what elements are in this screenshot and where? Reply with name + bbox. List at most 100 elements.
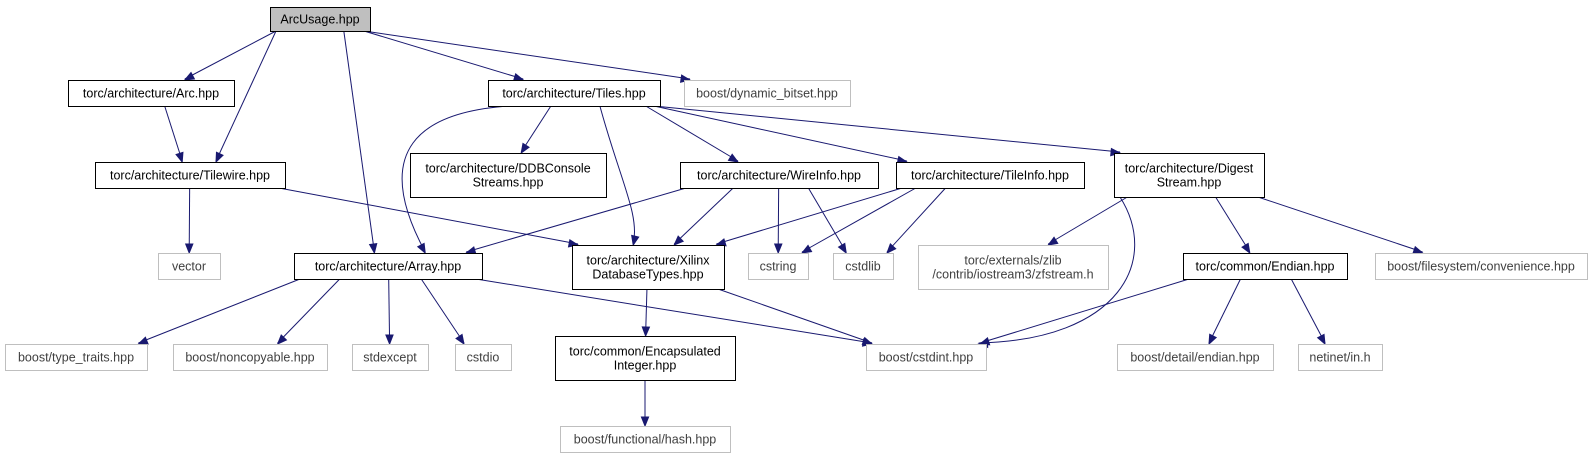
node-arc[interactable]: torc/architecture/Arc.hpp (68, 80, 235, 107)
edge-line (420, 278, 465, 344)
node-detailendian: boost/detail/endian.hpp (1117, 344, 1274, 371)
edge-arrowhead (1241, 242, 1251, 255)
edge-xilinx-to-encint (641, 288, 651, 338)
edge-arrowhead (276, 334, 288, 345)
edge-line (979, 278, 1190, 344)
node-label: torc/architecture/WireInfo.hpp (697, 168, 861, 182)
edge-array-to-noncopyable (276, 278, 341, 345)
node-tileinfo[interactable]: torc/architecture/TileInfo.hpp (896, 162, 1085, 189)
node-box (488, 80, 661, 107)
node-box (95, 162, 286, 189)
edge-endian-to-detailendian (1208, 278, 1241, 346)
edges-layer (137, 30, 1424, 428)
edge-line (363, 30, 524, 80)
edge-tilewire-to-vector (184, 187, 194, 255)
edge-endian-to-netinet (1290, 278, 1326, 346)
edge-line (388, 278, 391, 344)
node-box (684, 80, 851, 107)
node-box (410, 153, 607, 198)
node-stdexcept: stdexcept (352, 344, 429, 371)
node-label: vector (172, 259, 206, 273)
node-tiles[interactable]: torc/architecture/Tiles.hpp (488, 80, 661, 107)
edge-line (717, 288, 873, 344)
node-wireinfo[interactable]: torc/architecture/WireInfo.hpp (680, 162, 879, 189)
edge-digest-to-endian (1215, 196, 1251, 255)
edge-arrowhead (773, 243, 783, 255)
node-xilinx[interactable]: torc/architecture/XilinxDatabaseTypes.hp… (572, 245, 725, 290)
edge-wireinfo-to-cstring (773, 187, 783, 255)
edge-arrowhead (673, 235, 685, 246)
edge-arcusage-to-tiles (363, 30, 525, 82)
node-label: torc/common/Encapsulated (569, 344, 721, 358)
node-label: cstdio (467, 350, 500, 364)
node-endian[interactable]: torc/common/Endian.hpp (1183, 253, 1348, 280)
edge-arrowhead (183, 71, 196, 81)
node-box (680, 162, 879, 189)
node-cstring: cstring (748, 253, 809, 280)
edge-line (807, 187, 847, 253)
node-label: torc/architecture/Digest (1125, 161, 1254, 175)
edge-line (520, 105, 552, 153)
edge-line (1047, 196, 1128, 245)
edge-line (1290, 278, 1326, 344)
edge-arrowhead (800, 244, 813, 254)
edge-arrowhead (1208, 333, 1218, 346)
edge-tiles-to-digest (653, 105, 1122, 157)
node-tilewire[interactable]: torc/architecture/Tilewire.hpp (95, 162, 286, 189)
node-label: Integer.hpp (614, 358, 677, 372)
node-box (572, 245, 725, 290)
nodes-layer: ArcUsage.hpp torc/architecture/Arc.hpp tor… (5, 7, 1588, 453)
edge-line (1257, 196, 1423, 253)
node-arcusage[interactable]: ArcUsage.hpp (270, 7, 371, 32)
node-box (68, 80, 235, 107)
node-box (1375, 253, 1588, 280)
node-box (5, 344, 148, 371)
edge-line (164, 105, 183, 162)
node-label: cstring (760, 259, 797, 273)
node-label: boost/cstdint.hpp (879, 350, 974, 364)
node-label: torc/architecture/Tiles.hpp (502, 86, 645, 100)
node-label: boost/functional/hash.hpp (574, 432, 717, 446)
node-label: /contrib/iostream3/zfstream.h (932, 267, 1093, 281)
edge-arrowhead (837, 242, 847, 255)
edge-arrowhead (368, 242, 378, 255)
edge-digest-to-zfstream (1047, 196, 1128, 246)
node-label: Streams.hpp (473, 175, 544, 189)
edge-line (886, 187, 946, 253)
edge-tileinfo-to-xilinx (715, 187, 903, 247)
edge-line (653, 105, 907, 162)
edge-arrowhead (137, 336, 149, 345)
node-label: torc/architecture/Tilewire.hpp (110, 168, 270, 182)
node-box (158, 253, 221, 280)
node-box (748, 253, 809, 280)
node-label: ArcUsage.hpp (280, 12, 359, 26)
node-label: torc/architecture/DDBConsole (425, 161, 590, 175)
node-label: boost/dynamic_bitset.hpp (696, 86, 838, 100)
edge-arrowhead (184, 243, 194, 255)
node-array[interactable]: torc/architecture/Array.hpp (294, 253, 483, 280)
node-label: boost/detail/endian.hpp (1130, 350, 1259, 364)
edge-line (1215, 196, 1251, 253)
edge-digest-to-convenience (1257, 196, 1424, 255)
node-label: stdexcept (363, 350, 417, 364)
node-vector: vector (158, 253, 221, 280)
edge-encint-to-hash (640, 380, 650, 428)
edge-arrowhead (455, 333, 465, 346)
edge-arrowhead (1412, 245, 1424, 255)
edge-line (475, 278, 873, 344)
edge-xilinx-to-cstdint (717, 288, 874, 345)
edge-array-to-typetraits (137, 278, 301, 345)
edge-arrowhead (1316, 333, 1326, 346)
edge-line (1208, 278, 1241, 344)
node-label: torc/architecture/Array.hpp (315, 259, 461, 273)
node-box (294, 253, 483, 280)
edge-arrowhead (978, 337, 991, 346)
edge-wireinfo-to-cstdlib (807, 187, 847, 255)
edge-arrowhead (715, 238, 727, 247)
edge-array-to-cstdio (420, 278, 465, 346)
node-box (560, 426, 731, 453)
